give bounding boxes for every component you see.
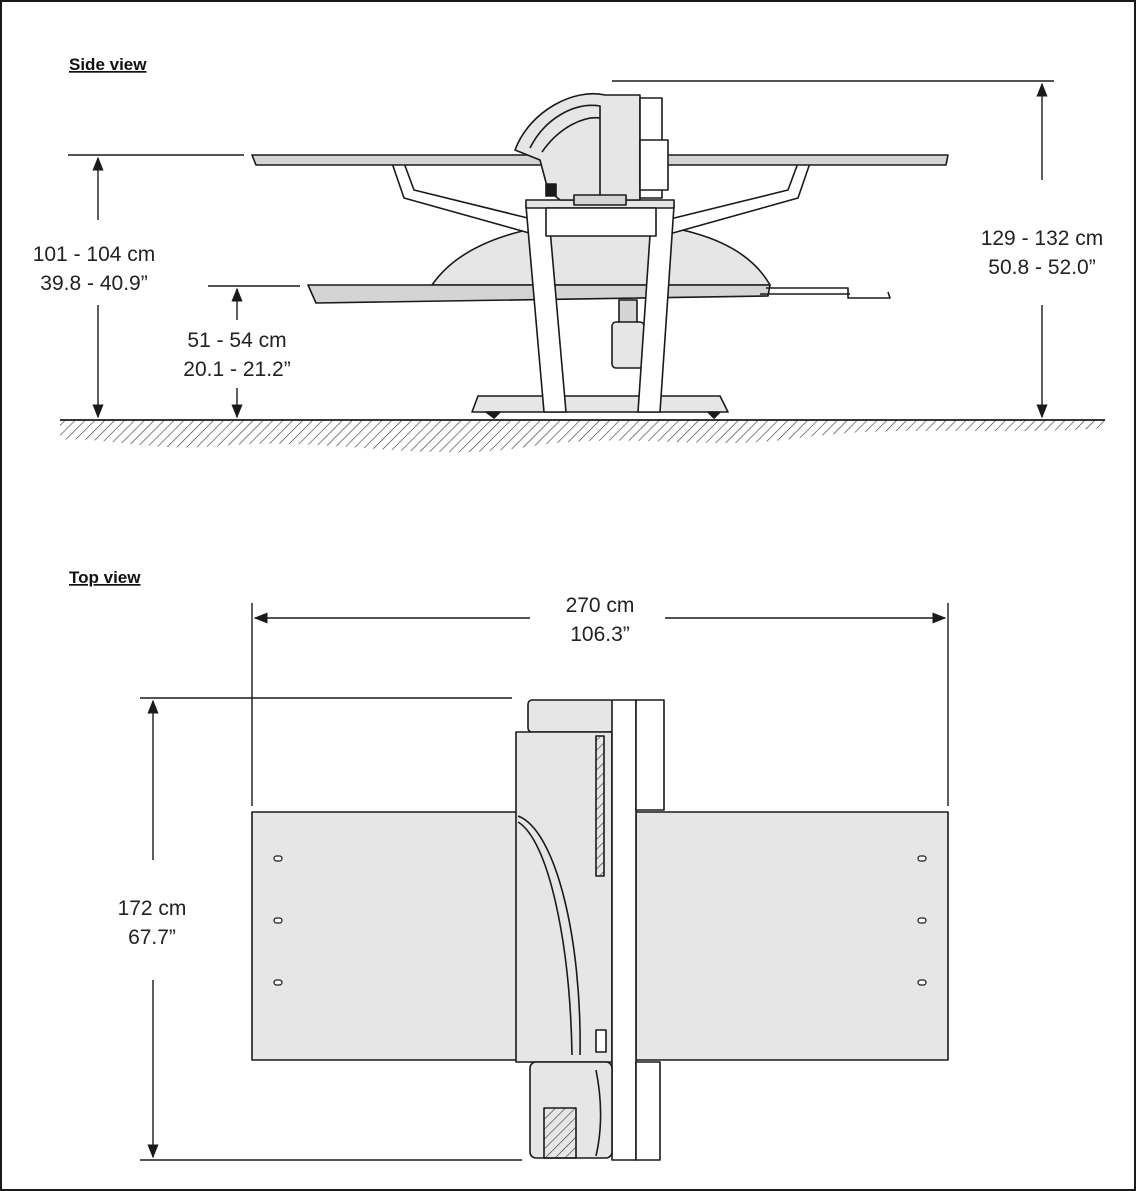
- dimension-tray-height: [208, 285, 300, 419]
- dimension-width: [251, 603, 949, 806]
- top-view-title: Top view: [69, 568, 141, 587]
- label-width-in: 106.3”: [570, 623, 630, 646]
- label-table-height-cm: 101 - 104 cm: [33, 243, 156, 266]
- label-width-cm: 270 cm: [566, 594, 635, 617]
- label-tray-height-in: 20.1 - 21.2”: [183, 358, 290, 381]
- dimension-total-height: [612, 80, 1054, 419]
- machine-side: [251, 93, 949, 419]
- ground: [60, 419, 1105, 453]
- dimension-table-height: [68, 154, 244, 419]
- machine-top: [251, 699, 949, 1161]
- label-table-height-in: 39.8 - 40.9”: [40, 272, 147, 295]
- label-depth-in: 67.7”: [128, 926, 176, 949]
- label-tray-height-cm: 51 - 54 cm: [187, 329, 286, 352]
- label-total-height-in: 50.8 - 52.0”: [988, 256, 1095, 279]
- dimension-depth: [140, 697, 522, 1161]
- label-total-height-cm: 129 - 132 cm: [981, 227, 1104, 250]
- side-view-title: Side view: [69, 55, 147, 74]
- label-depth-cm: 172 cm: [118, 897, 187, 920]
